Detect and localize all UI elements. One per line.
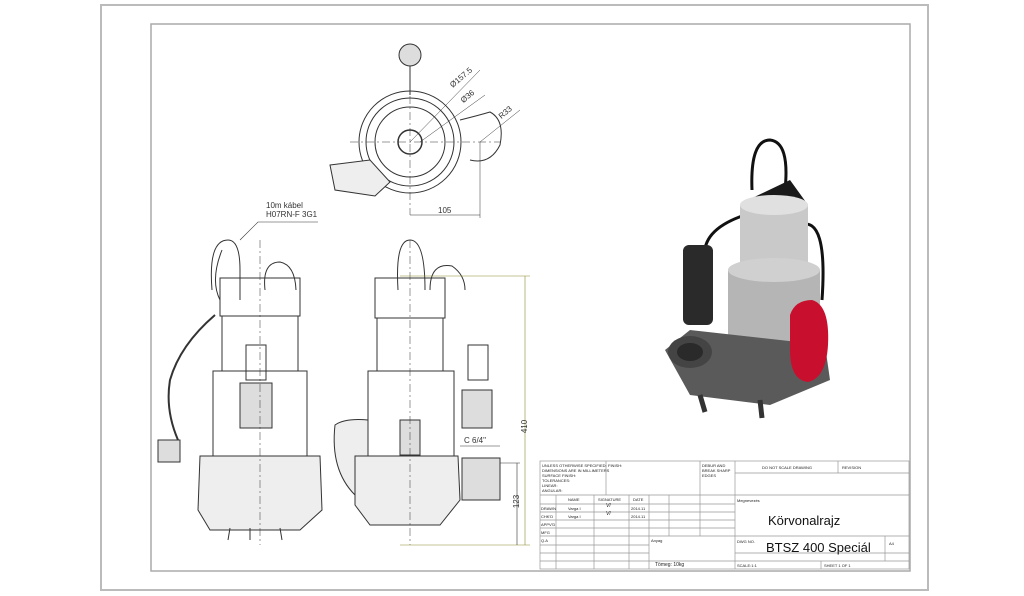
title-block-grid xyxy=(539,460,910,570)
row-checked-role: CHK'D xyxy=(541,514,554,519)
scale: SCALE:1:1 xyxy=(737,563,757,568)
front-view xyxy=(157,239,323,545)
row-drawn-date: 2014.11 xyxy=(631,506,646,511)
title-label: Megnevezés xyxy=(737,498,760,503)
sheet-count: SHEET 1 OF 1 xyxy=(824,563,851,568)
dim-height: 410 xyxy=(520,419,530,434)
outer-border xyxy=(100,4,929,591)
pump-3d-render xyxy=(665,138,830,419)
row-drawn-name: Varga I xyxy=(568,506,581,511)
drawing-title: Körvonalrajz xyxy=(768,513,841,528)
cable-note-2: H07RN-F 3G1 xyxy=(266,210,318,219)
dim-thread: C 6/4" xyxy=(464,436,486,445)
dim-outlet-height: 123 xyxy=(512,494,522,509)
row-approved-role: APPV'D xyxy=(541,522,556,527)
material-label: Anyag xyxy=(651,538,663,543)
weight: Tömeg: 10kg xyxy=(655,562,685,568)
do-not-scale: DO NOT SCALE DRAWING xyxy=(762,465,813,470)
row-checked-name: Varga I xyxy=(568,514,581,519)
header-signature: SIGNATURE xyxy=(598,497,622,502)
top-view xyxy=(329,43,521,218)
cable-note-1: 10m kábel xyxy=(266,201,303,210)
cable-leader xyxy=(239,221,318,241)
header-name: NAME xyxy=(568,497,580,502)
row-mfg-role: MFG xyxy=(541,530,550,535)
general-notes: UNLESS OTHERWISE SPECIFIED: DIMENSIONS A… xyxy=(542,463,610,493)
finish-label: FINISH: xyxy=(608,463,623,468)
header-date: DATE xyxy=(633,497,644,502)
debur-note: DEBUR AND BREAK SHARP EDGES xyxy=(702,463,731,478)
dim-offset: 105 xyxy=(438,206,452,215)
row-drawn-role: DRAWN xyxy=(541,506,556,511)
drawing-number: BTSZ 400 Speciál xyxy=(766,540,871,555)
row-checked-signature: Vl xyxy=(606,511,611,517)
dimension-lines xyxy=(400,275,530,546)
row-drawn-signature: Vl xyxy=(606,503,611,509)
row-qa-role: Q.A xyxy=(541,538,548,543)
sheet-size: A4 xyxy=(889,541,894,546)
inner-border xyxy=(150,23,911,572)
dwg-no-label: DWG NO. xyxy=(737,539,755,544)
side-view xyxy=(333,239,501,545)
row-checked-date: 2014.11 xyxy=(631,514,646,519)
revision-label: REVISION xyxy=(842,465,862,470)
